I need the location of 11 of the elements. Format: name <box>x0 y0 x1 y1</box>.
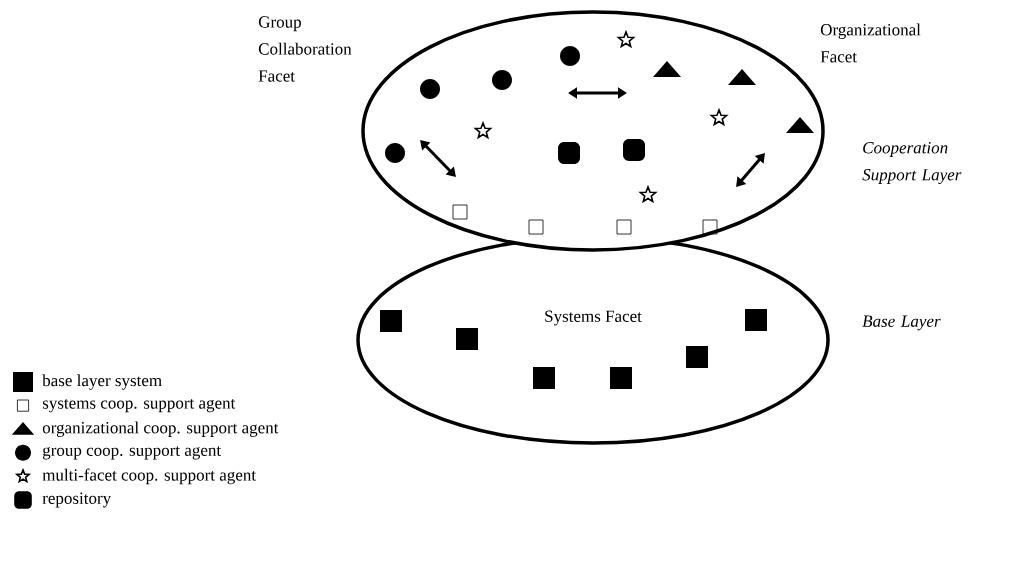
layer-label: Cooperation Support Layer <box>862 142 962 184</box>
legend-label: base layer system <box>42 374 162 390</box>
legend-label: repository <box>42 492 112 508</box>
legend-label: organizational coop. support agent <box>42 421 279 437</box>
legend-label: systems coop. support agent <box>42 399 236 413</box>
facet-label: Group Collaboration Facet <box>258 16 352 82</box>
legend-label: multi-facet coop. support agent <box>42 468 256 485</box>
legend-label: group coop. support agent <box>42 446 222 460</box>
layer-label: Base Layer <box>862 315 941 331</box>
facet-label: Systems Facet <box>545 310 642 326</box>
facet-label: Organizational Facet <box>820 23 921 63</box>
